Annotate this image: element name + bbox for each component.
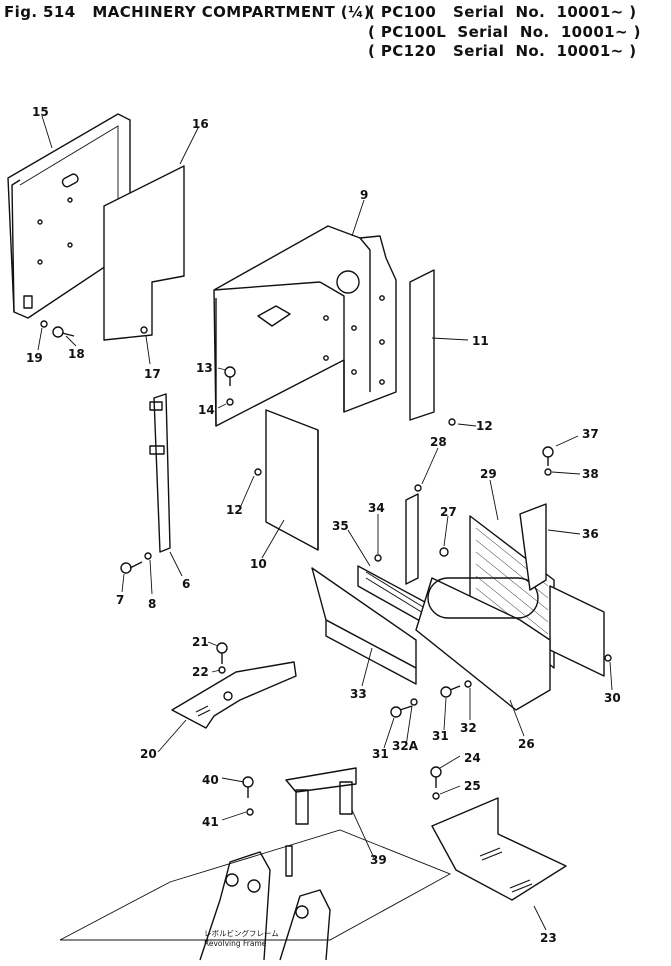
part-11-strip xyxy=(409,269,435,421)
label-28: 28 xyxy=(430,435,447,449)
label-37: 37 xyxy=(582,427,599,441)
label-22: 22 xyxy=(192,665,209,679)
label-21: 21 xyxy=(192,635,209,649)
label-18: 18 xyxy=(68,347,85,361)
label-33: 33 xyxy=(350,687,367,701)
part-39-support xyxy=(285,767,357,825)
frame-caption-english: Revolving Frame xyxy=(204,939,267,948)
part-6-bracket xyxy=(149,393,171,553)
label-32a: 32A xyxy=(392,739,419,753)
label-19: 19 xyxy=(26,351,43,365)
serial-range-pc100: ( PC100 Serial No. 10001~ ) xyxy=(368,3,637,21)
part-23-floor-plate xyxy=(431,797,567,901)
label-39: 39 xyxy=(370,853,387,867)
label-31a: 31 xyxy=(372,747,389,761)
label-31b: 31 xyxy=(432,729,449,743)
label-29: 29 xyxy=(480,467,497,481)
frame-caption-japanese: レボルビングフレーム xyxy=(204,928,279,938)
label-32: 32 xyxy=(460,721,477,735)
label-13: 13 xyxy=(196,361,213,375)
label-11: 11 xyxy=(472,334,489,348)
figure-title: Fig. 514 MACHINERY COMPARTMENT (¼) xyxy=(4,3,372,21)
label-17: 17 xyxy=(144,367,161,381)
label-14: 14 xyxy=(198,403,215,417)
label-35: 35 xyxy=(332,519,349,533)
label-26: 26 xyxy=(518,737,535,751)
label-40: 40 xyxy=(202,773,219,787)
leader-lines xyxy=(37,115,613,931)
label-30: 30 xyxy=(604,691,621,705)
label-38: 38 xyxy=(582,467,599,481)
label-15: 15 xyxy=(32,105,49,119)
part-20-plate xyxy=(171,661,297,729)
label-34: 34 xyxy=(368,501,385,515)
label-16: 16 xyxy=(192,117,209,131)
part-10-panel xyxy=(265,409,319,551)
label-7: 7 xyxy=(116,593,124,607)
label-41: 41 xyxy=(202,815,219,829)
revolving-frame: レボルビングフレーム Revolving Frame xyxy=(59,829,452,961)
part-36-bracket xyxy=(519,503,547,591)
serial-range-pc120: ( PC120 Serial No. 10001~ ) xyxy=(368,42,637,60)
label-36: 36 xyxy=(582,527,599,541)
label-20: 20 xyxy=(140,747,157,761)
label-24: 24 xyxy=(464,751,481,765)
label-6: 6 xyxy=(182,577,190,591)
label-12b: 12 xyxy=(226,503,243,517)
serial-range-pc100l: ( PC100L Serial No. 10001~ ) xyxy=(368,23,641,41)
part-29-screen-right xyxy=(549,585,605,677)
label-12a: 12 xyxy=(476,419,493,433)
part-labels: 15 16 9 11 12 13 14 17 19 18 12 10 6 7 8… xyxy=(26,105,621,945)
label-23: 23 xyxy=(540,931,557,945)
label-27: 27 xyxy=(440,505,457,519)
label-10: 10 xyxy=(250,557,267,571)
label-25: 25 xyxy=(464,779,481,793)
label-9: 9 xyxy=(360,188,368,202)
label-8: 8 xyxy=(148,597,156,611)
part-26-shroud xyxy=(415,577,551,711)
part-9-cover xyxy=(213,225,397,427)
part-28-stay xyxy=(405,493,419,585)
part-16-panel xyxy=(103,165,185,341)
